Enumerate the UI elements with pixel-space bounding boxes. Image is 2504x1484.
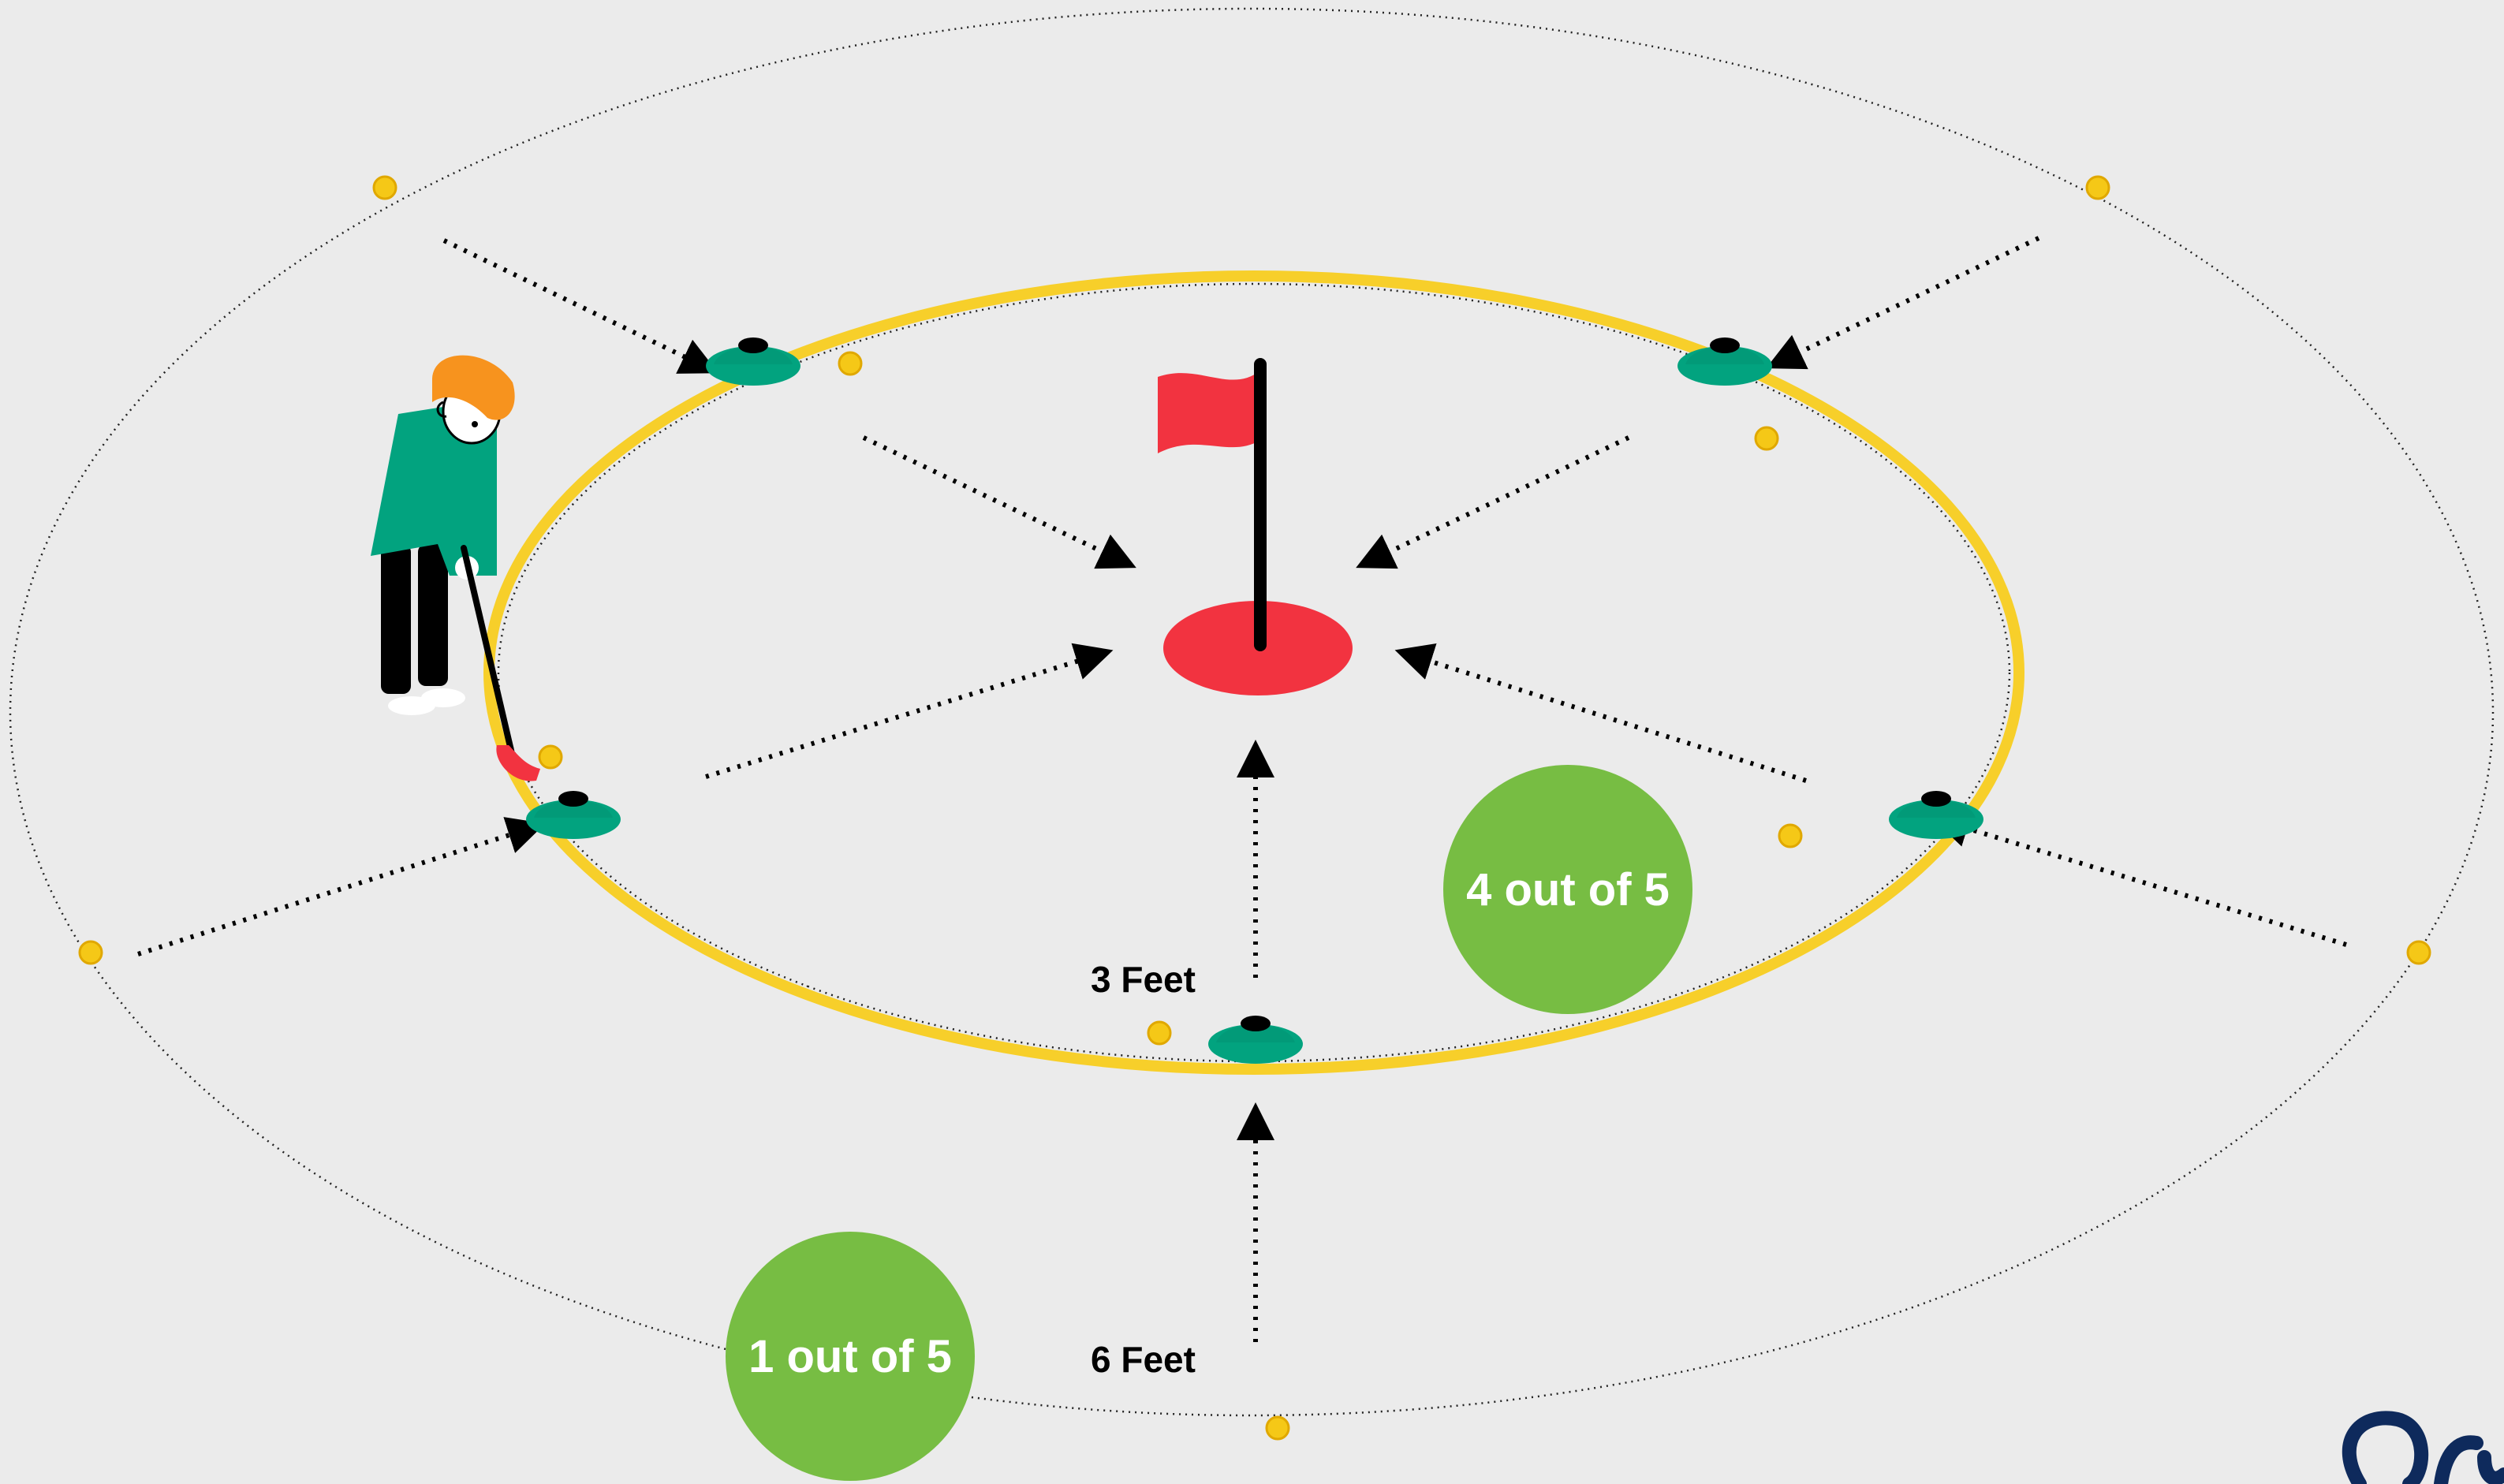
golf-ball-icon bbox=[78, 940, 103, 965]
outer-arrows bbox=[137, 236, 2347, 1342]
flag-icon bbox=[1158, 358, 1267, 651]
golf-ball-icon bbox=[372, 175, 397, 200]
score-badge-inner: 4 out of 5 bbox=[1443, 765, 1692, 1014]
golfer-illustration bbox=[371, 355, 540, 781]
inner-arrows bbox=[705, 435, 1807, 978]
golf-ball-icon bbox=[538, 744, 563, 770]
outer-arrow bbox=[1931, 810, 2347, 947]
golf-ball-icon bbox=[2085, 175, 2110, 200]
outer-arrow bbox=[1766, 236, 2040, 370]
inner-arrow bbox=[1356, 435, 1630, 569]
outer-arrow bbox=[442, 238, 718, 374]
golf-ball-icon bbox=[2406, 940, 2431, 965]
inner-arrow bbox=[1394, 643, 1807, 783]
inner-arrow bbox=[862, 435, 1136, 569]
cone-icon bbox=[706, 337, 800, 386]
score-badge-outer: 1 out of 5 bbox=[726, 1232, 975, 1481]
score-inner-text: 4 out of 5 bbox=[1466, 864, 1670, 915]
outer-arrow bbox=[137, 817, 546, 956]
brand-logo bbox=[2342, 1411, 2504, 1484]
golf-ball-icon bbox=[838, 351, 863, 376]
label-6-feet: 6 Feet bbox=[1091, 1339, 1196, 1380]
label-3-feet: 3 Feet bbox=[1091, 959, 1196, 1000]
cone-icon bbox=[526, 791, 621, 839]
golf-ball-icon bbox=[1754, 426, 1779, 451]
outer-boundary-6-feet bbox=[9, 7, 2495, 1417]
golf-ball-icon bbox=[1778, 823, 1803, 848]
inner-arrow bbox=[705, 643, 1114, 779]
golf-ball-icon bbox=[1265, 1415, 1290, 1441]
cone-icon bbox=[1208, 1016, 1303, 1064]
golf-balls bbox=[78, 175, 2431, 1441]
golf-ball-icon bbox=[1147, 1020, 1172, 1046]
score-outer-text: 1 out of 5 bbox=[748, 1331, 952, 1382]
inner-ring-3-feet bbox=[483, 270, 2024, 1075]
